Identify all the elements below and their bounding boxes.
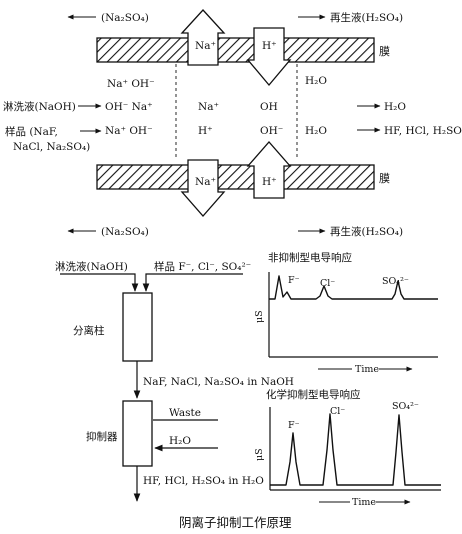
sample-label-line2: NaCl, Na₂SO₄) <box>13 141 90 153</box>
suppressor-out-label: HF, HCl, H₂SO₄ in H₂O <box>143 475 264 487</box>
chart-top-peak-cl: Cl⁻ <box>320 278 335 289</box>
mid-ion-oh: OH <box>260 101 278 113</box>
h-up-label: H⁺ <box>262 176 277 188</box>
column-label: 分离柱 <box>73 324 105 337</box>
left-ion-row2: OH⁻ Na⁺ <box>105 101 153 113</box>
chart-bottom-xlabel: Time <box>352 497 376 508</box>
chart-top-peak-so4: SO₄²⁻ <box>382 276 409 287</box>
flow-sample-label: 样品 F⁻, Cl⁻, SO₄²⁻ <box>154 260 251 273</box>
right-out-acids: HF, HCl, H₂SO₄ <box>384 125 462 137</box>
chart-top-ylabel: μS <box>254 310 265 323</box>
upper-membrane <box>96 37 375 63</box>
water-label: H₂O <box>169 435 191 447</box>
na-down-arrow <box>180 159 226 217</box>
chart-bottom-peak-f: F⁻ <box>288 420 300 431</box>
suppressor <box>122 400 153 467</box>
waste-label: Waste <box>169 407 201 419</box>
column-out-label: NaF, NaCl, Na₂SO₄ in NaOH <box>143 376 294 388</box>
na-up-arrow <box>180 9 226 66</box>
na-up-label: Na⁺ <box>195 40 216 52</box>
h-down-label: H⁺ <box>262 40 277 52</box>
flow-eluent-label: 淋洗液(NaOH) <box>55 260 128 273</box>
suppressor-label: 抑制器 <box>86 430 118 443</box>
mid-h2o-lower: H₂O <box>305 125 327 137</box>
left-ion-row3: Na⁺ OH⁻ <box>105 125 153 137</box>
bottom-left-label: (Na₂SO₄) <box>101 226 149 238</box>
na-down-label: Na⁺ <box>195 176 216 188</box>
mid-ion-oh-minus: OH⁻ <box>260 125 283 137</box>
lower-membrane-label: 膜 <box>379 172 390 185</box>
mid-h2o-upper: H₂O <box>305 75 327 87</box>
mid-ion-h: H⁺ <box>198 125 213 137</box>
chart-top-signal <box>269 275 438 300</box>
right-out-h2o: H₂O <box>384 101 406 113</box>
chart-bottom-signal <box>270 413 441 486</box>
top-left-label: (Na₂SO₄) <box>101 12 149 24</box>
chart-top-xlabel: Time <box>355 364 379 375</box>
eluent-label-top: 淋洗液(NaOH) <box>3 100 76 113</box>
h-up-arrow <box>246 141 292 199</box>
sample-label-line1: 样品 (NaF, <box>5 125 58 138</box>
separation-column <box>122 292 153 362</box>
chart-top-peak-f: F⁻ <box>288 275 300 286</box>
chart-top-title: 非抑制型电导响应 <box>268 251 352 264</box>
upper-membrane-label: 膜 <box>379 45 390 58</box>
left-ion-row1: Na⁺ OH⁻ <box>107 78 155 90</box>
chart-bottom-peak-so4: SO₄²⁻ <box>392 401 419 412</box>
chart-bottom-peak-cl: Cl⁻ <box>330 406 345 417</box>
mid-ion-na: Na⁺ <box>198 101 219 113</box>
h-down-arrow <box>246 27 292 87</box>
bottom-right-label: 再生液(H₂SO₄) <box>330 225 403 238</box>
chart-bottom-ylabel: μS <box>254 448 265 461</box>
flow-sample-line <box>142 273 243 292</box>
top-right-label: 再生液(H₂SO₄) <box>330 11 403 24</box>
lower-membrane <box>96 164 375 190</box>
figure-caption: 阴离子抑制工作原理 <box>179 515 292 530</box>
flow-eluent-line <box>60 273 139 292</box>
chart-bottom-title: 化学抑制型电导响应 <box>266 388 361 401</box>
